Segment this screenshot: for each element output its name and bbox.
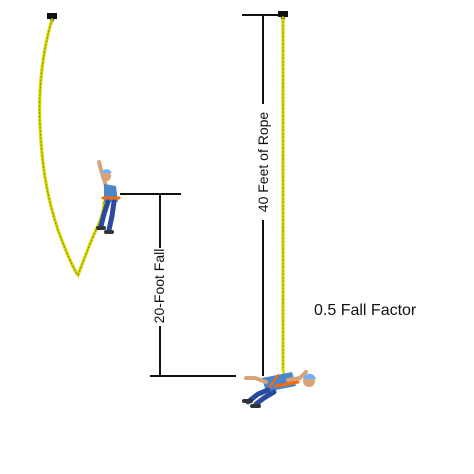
fall-factor-label: 0.5 Fall Factor: [314, 302, 417, 319]
rope-length-label: 40 Feet of Rope: [255, 112, 271, 213]
climber-after-icon: [242, 368, 316, 408]
left-rope-shadow: [39, 19, 105, 276]
fall-distance-dimension: 20-Foot Fall: [120, 193, 236, 377]
fall-distance-label: 20-Foot Fall: [151, 249, 167, 324]
left-rope: [38, 18, 106, 279]
rope-length-dimension: 40 Feet of Rope: [242, 14, 286, 376]
climber-before-icon: [96, 160, 121, 234]
